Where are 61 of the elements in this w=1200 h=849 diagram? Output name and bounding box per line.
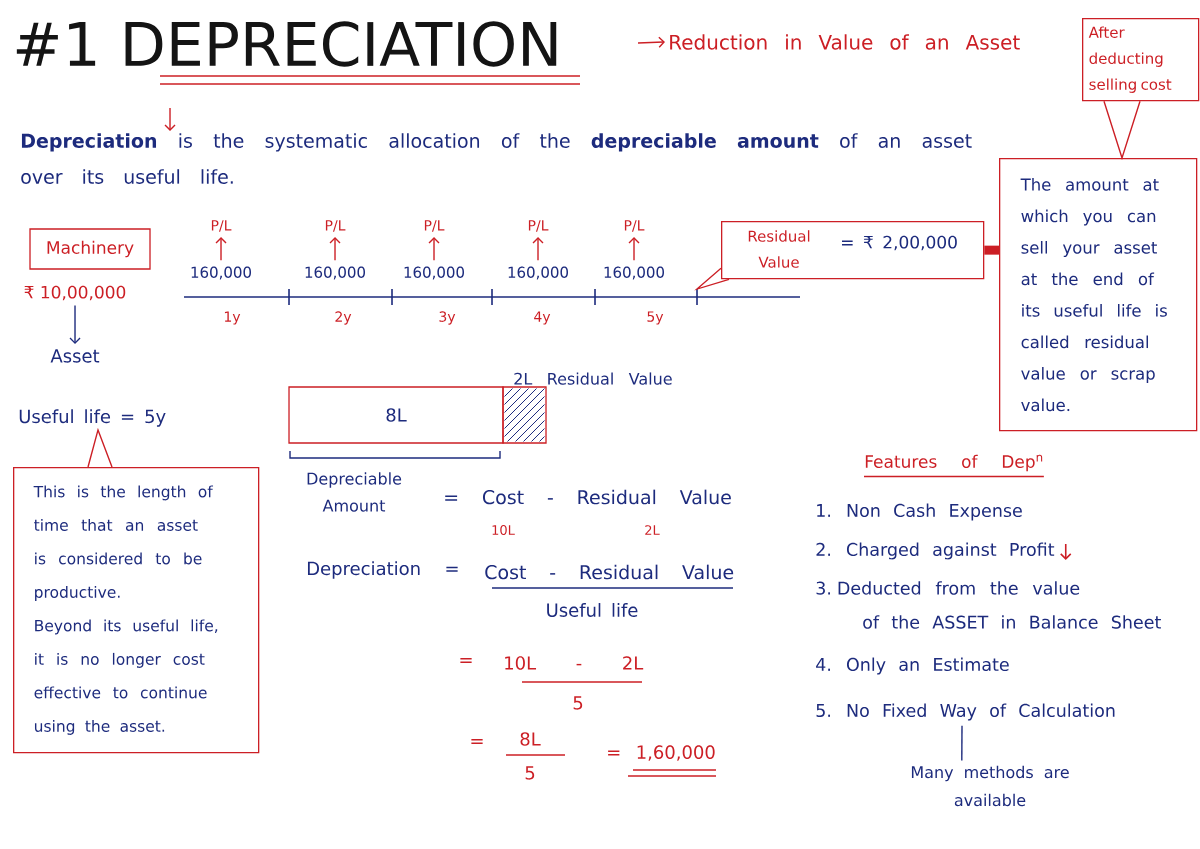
title: #1 DEPRECIATION [16, 21, 557, 67]
fraction-denominator: 5 [525, 766, 535, 780]
arrow [164, 107, 176, 131]
year-label: 4y [534, 311, 551, 325]
fraction-numerator: 10L - 2L [505, 656, 644, 670]
amount-label: 160,000 [508, 266, 568, 280]
label-box: Machinery [29, 228, 151, 270]
formula-text: = [471, 738, 483, 744]
account-label: P/L [424, 220, 445, 232]
fraction-numerator: Cost - Residual Value [485, 564, 734, 580]
list-item: 2. Charged against Profit [816, 542, 1055, 560]
list-item: 5. No Fixed Way of Calculation [816, 703, 1115, 721]
callout-pointer [87, 427, 113, 468]
amount-label: 160,000 [604, 266, 664, 280]
definition-text: Depreciation is the systematic allocation of the depreciable amount of an asset over its useful life. [21, 133, 972, 184]
formula-text: Depreciable Amount [307, 472, 402, 512]
account-label: P/L [624, 220, 645, 232]
amount-label: 160,000 [191, 266, 251, 280]
section-heading: Features of Dep$^{n}$ [865, 454, 1043, 472]
list-item: 4. Only an Estimate [816, 657, 1009, 675]
arrow [637, 36, 665, 48]
formula-text: Depreciation = [308, 561, 458, 579]
hatched-bar-segment [502, 386, 547, 444]
arrow [69, 304, 81, 345]
arrow [215, 236, 227, 262]
account-label: P/L [528, 220, 549, 232]
result-value: = 1,60,000 [608, 745, 715, 761]
fraction-denominator: 5 [573, 696, 583, 710]
arrow [329, 236, 341, 262]
callout-box: This is the length of time that an asset is considered to be productive. Beyond its useful life, it is no longer cost effective to continue using the asset. [13, 467, 260, 754]
bar-segment: 8L [288, 386, 504, 444]
year-label: 5y [647, 311, 664, 325]
amount-label: 160,000 [404, 266, 464, 280]
annotation-text: Reduction in Value of an Asset [670, 34, 1020, 50]
note-text: Many methods are available [911, 765, 1069, 807]
fraction-numerator: 8L [520, 732, 541, 746]
definition-box: The amount at which you can sell your asset at the end of its useful life is called residual value or scrap value. [999, 158, 1198, 432]
year-label: 3y [439, 311, 456, 325]
value-note: 2L [645, 525, 660, 535]
value-note: 10L [492, 525, 515, 535]
callout-box: After deducting selling cost [1082, 18, 1200, 102]
callout-box: Residual Value = ₹ 2,00,000 [694, 221, 985, 291]
year-label: 1y [224, 311, 241, 325]
arrow [532, 236, 544, 262]
list-item: 3. Deducted from the value of the ASSET in Balance Sheet [816, 581, 1161, 629]
fraction-denominator: Useful life [547, 603, 638, 617]
list-item: 1. Non Cash Expense [817, 503, 1022, 521]
segment-label: 2L Residual Value [514, 372, 672, 385]
category-label: Asset [50, 349, 100, 363]
formula-text: Useful life = 5y [19, 409, 166, 427]
year-label: 2y [335, 311, 352, 325]
amount-label: 160,000 [305, 266, 365, 280]
arrow [428, 236, 440, 262]
account-label: P/L [211, 220, 232, 232]
formula-text: = Cost - Residual Value [445, 489, 731, 505]
connector-line [961, 724, 963, 762]
connector-bar [984, 245, 999, 255]
formula-text: = [460, 657, 472, 663]
amount-label: ₹ 10,00,000 [24, 285, 126, 301]
arrow [628, 236, 640, 262]
account-label: P/L [325, 220, 346, 232]
